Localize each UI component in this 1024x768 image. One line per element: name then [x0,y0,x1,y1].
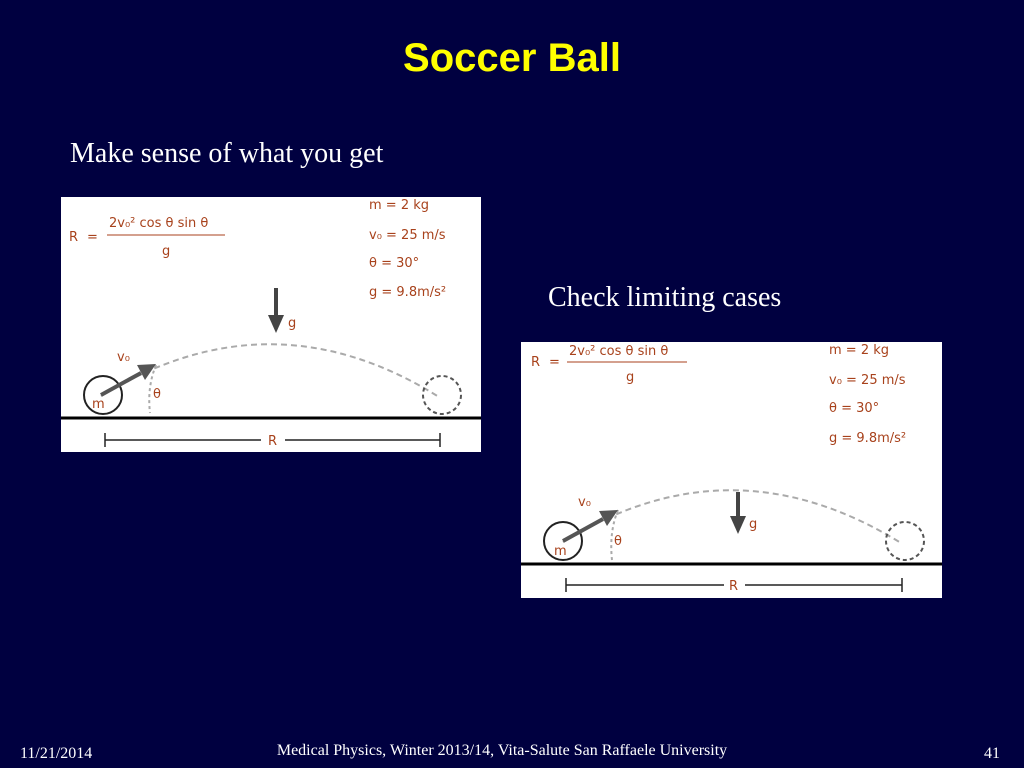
formula-numerator: 2v₀² cos θ sin θ [109,216,208,231]
range-label: R [268,434,277,449]
param-gravity: g = 9.8m/s² [829,431,906,446]
formula-lhs: R [69,230,78,245]
ball-start [543,521,583,561]
angle-arc [610,509,619,561]
formula-equals: = [549,355,560,370]
gravity-arrow-icon [730,492,746,534]
trajectory-diagram-1: R = 2v₀² cos θ sin θ g m = 2 kg v₀ = 25 … [61,197,481,452]
footer-course-info: Medical Physics, Winter 2013/14, Vita-Sa… [276,742,728,759]
angle-label: θ [614,534,622,549]
ball-mass-label: m [554,544,567,559]
ball-start [83,375,123,415]
gravity-vector-label: g [288,316,296,331]
velocity-vector-label: v₀ [117,350,130,365]
bullet-limiting-cases: Check limiting cases [548,282,782,313]
bullet-make-sense: Make sense of what you get [70,138,384,169]
velocity-arrow-icon [100,364,156,397]
angle-label: θ [153,387,161,402]
param-velocity: v₀ = 25 m/s [369,228,446,243]
range-label: R [729,579,738,594]
angle-arc [148,364,157,414]
param-gravity: g = 9.8m/s² [369,285,446,300]
ball-mass-label: m [92,397,105,412]
formula-denominator: g [626,370,634,385]
param-mass: m = 2 kg [829,343,889,358]
param-angle: θ = 30° [369,256,419,271]
param-velocity: v₀ = 25 m/s [829,373,906,388]
gravity-arrow-icon [268,288,284,333]
slide-number: 41 [984,745,1000,762]
trajectory-diagram-2: R = 2v₀² cos θ sin θ g m = 2 kg v₀ = 25 … [521,342,942,598]
formula-numerator: 2v₀² cos θ sin θ [569,344,668,359]
ball-landing [422,375,462,415]
formula-denominator: g [162,244,170,259]
param-angle: θ = 30° [829,401,879,416]
gravity-vector-label: g [749,517,757,532]
formula-lhs: R [531,355,540,370]
formula-equals: = [87,230,98,245]
velocity-arrow-icon [562,510,618,543]
ball-landing [885,521,925,561]
slide-title: Soccer Ball [403,36,621,80]
velocity-vector-label: v₀ [578,495,591,510]
trajectory-path [100,343,440,398]
param-mass: m = 2 kg [369,198,429,213]
footer-date: 11/21/2014 [20,745,93,762]
